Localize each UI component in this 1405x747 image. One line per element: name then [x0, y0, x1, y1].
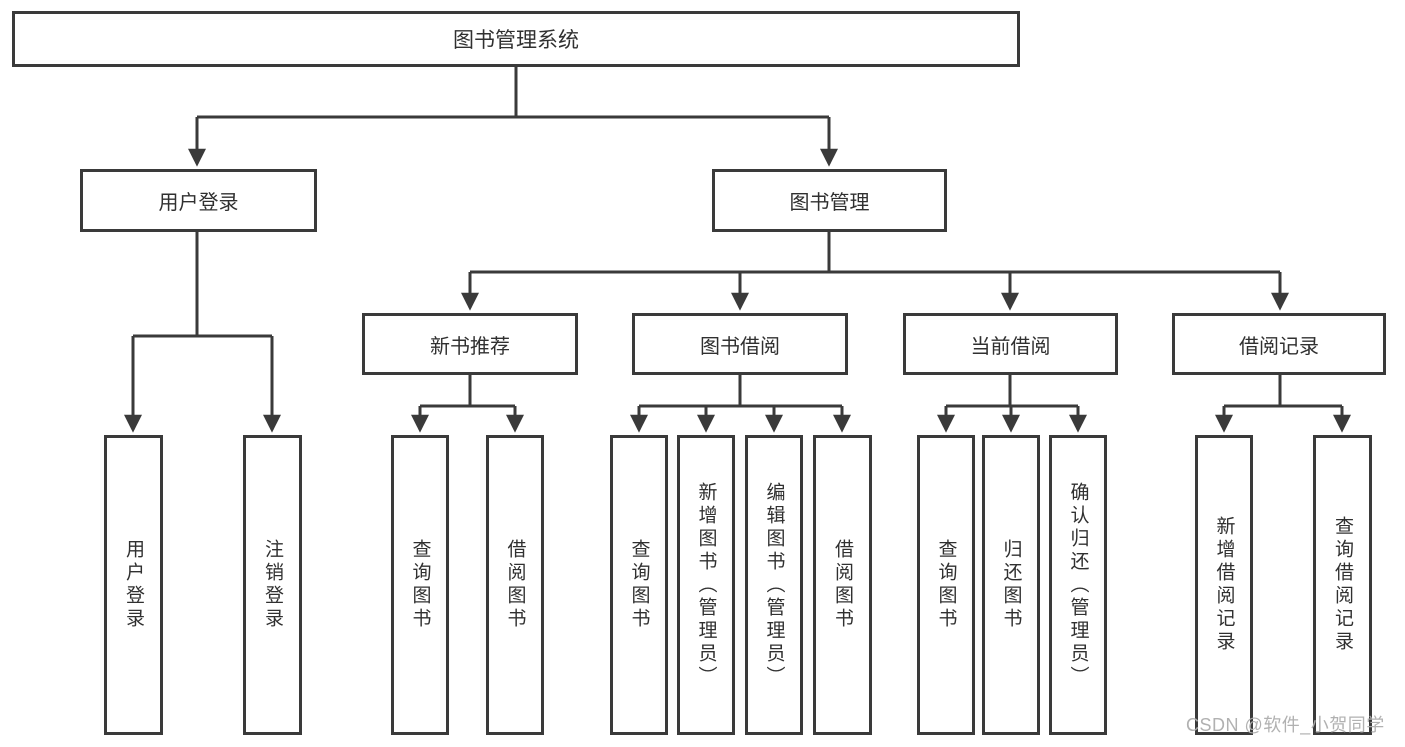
- node-label: 图书管理: [789, 192, 870, 214]
- node-label: 新增借阅记录: [1213, 516, 1235, 654]
- node-label: 借阅图书: [504, 539, 526, 631]
- node-book-management: 图书管理: [712, 169, 947, 232]
- leaf-records-query-record: 查询借阅记录: [1313, 435, 1372, 735]
- node-label: 确认归还（管理员）: [1067, 481, 1089, 689]
- leaf-borrow-borrow-books: 借阅图书: [813, 435, 872, 735]
- leaf-newbook-query-books: 查询图书: [391, 435, 449, 735]
- node-label: 查询借阅记录: [1332, 516, 1353, 654]
- node-label: 借阅记录: [1239, 335, 1319, 358]
- leaf-current-confirm-return-admin: 确认归还（管理员）: [1049, 435, 1107, 735]
- node-label: 新书推荐: [430, 335, 510, 358]
- node-label: 查询图书: [628, 539, 650, 631]
- node-label: 查询图书: [935, 539, 957, 631]
- node-borrow-records: 借阅记录: [1172, 313, 1386, 375]
- leaf-current-query-books: 查询图书: [917, 435, 975, 735]
- leaf-logout: 注销登录: [243, 435, 302, 735]
- node-root: 图书管理系统: [12, 11, 1020, 67]
- node-label: 图书管理系统: [453, 29, 579, 52]
- leaf-newbook-borrow-books: 借阅图书: [486, 435, 544, 735]
- leaf-records-add-record: 新增借阅记录: [1195, 435, 1253, 735]
- leaf-borrow-edit-books-admin: 编辑图书（管理员）: [745, 435, 803, 735]
- node-label: 借阅图书: [832, 539, 853, 631]
- leaf-borrow-add-books-admin: 新增图书（管理员）: [677, 435, 735, 735]
- leaf-user-login: 用户登录: [104, 435, 163, 735]
- node-label: 注销登录: [262, 539, 283, 631]
- node-current-borrow: 当前借阅: [903, 313, 1118, 375]
- node-label: 当前借阅: [970, 335, 1051, 358]
- node-label: 查询图书: [409, 539, 431, 631]
- node-label: 用户登录: [123, 539, 144, 631]
- node-book-borrow: 图书借阅: [632, 313, 848, 375]
- node-user-login: 用户登录: [80, 169, 317, 232]
- csdn-watermark: CSDN @软件_小贺同学: [1186, 715, 1385, 735]
- leaf-current-return-books: 归还图书: [982, 435, 1040, 735]
- node-label: 用户登录: [158, 192, 239, 214]
- leaf-borrow-query-books: 查询图书: [610, 435, 668, 735]
- node-label: 编辑图书（管理员）: [763, 481, 785, 689]
- node-label: 图书借阅: [700, 335, 780, 358]
- node-new-book-recommend: 新书推荐: [362, 313, 578, 375]
- node-label: 归还图书: [1000, 539, 1022, 631]
- node-label: 新增图书（管理员）: [695, 481, 717, 689]
